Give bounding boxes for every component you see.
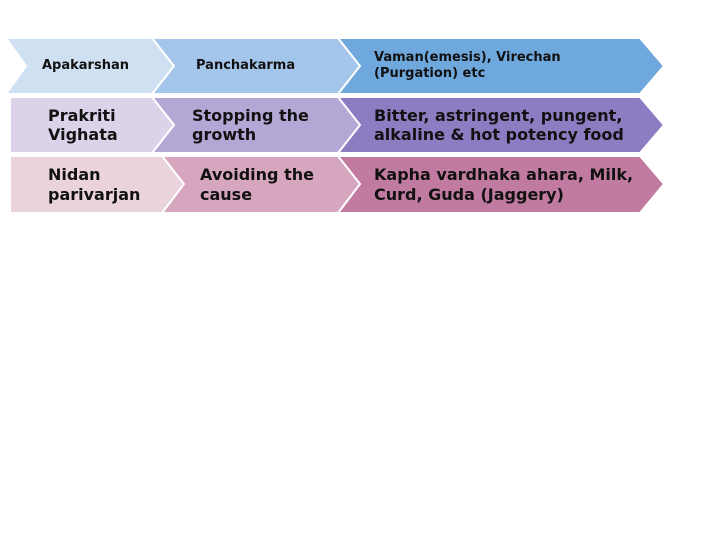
chevron-r3c3: Kapha vardhaka ahara, Milk, Curd, Guda (… (335, 155, 666, 214)
chevron-r2c2: Stopping the growth (149, 96, 364, 154)
chevron-label: Kapha vardhaka ahara, Milk, Curd, Guda (… (374, 165, 634, 204)
chevron-r2c3: Bitter, astringent, pungent, alkaline & … (335, 96, 666, 154)
chevron-shape (335, 96, 666, 154)
chevron-shape (335, 37, 666, 95)
chevron-label: Apakarshan (42, 58, 129, 74)
chevron-r3c1: Nidan parivarjan (9, 155, 188, 214)
chevron-r1c3: Vaman(emesis), Virechan (Purgation) etc (335, 37, 666, 95)
chevron-label: Vaman(emesis), Virechan (Purgation) etc (374, 50, 561, 81)
chevron-label: Stopping the growth (192, 105, 309, 144)
chevron-label: Prakriti Vighata (48, 105, 118, 144)
chevron-r1c2: Panchakarma (149, 37, 362, 95)
chevron-label: Panchakarma (196, 58, 296, 74)
chevron-label: Nidan parivarjan (48, 165, 141, 204)
chevron-r3c2: Avoiding the cause (159, 155, 364, 214)
chevron-label: Bitter, astringent, pungent, alkaline & … (374, 105, 624, 144)
chevron-r1c1: Apakarshan (4, 37, 176, 95)
chevron-shape (335, 155, 666, 214)
chevron-label: Avoiding the cause (200, 165, 314, 204)
